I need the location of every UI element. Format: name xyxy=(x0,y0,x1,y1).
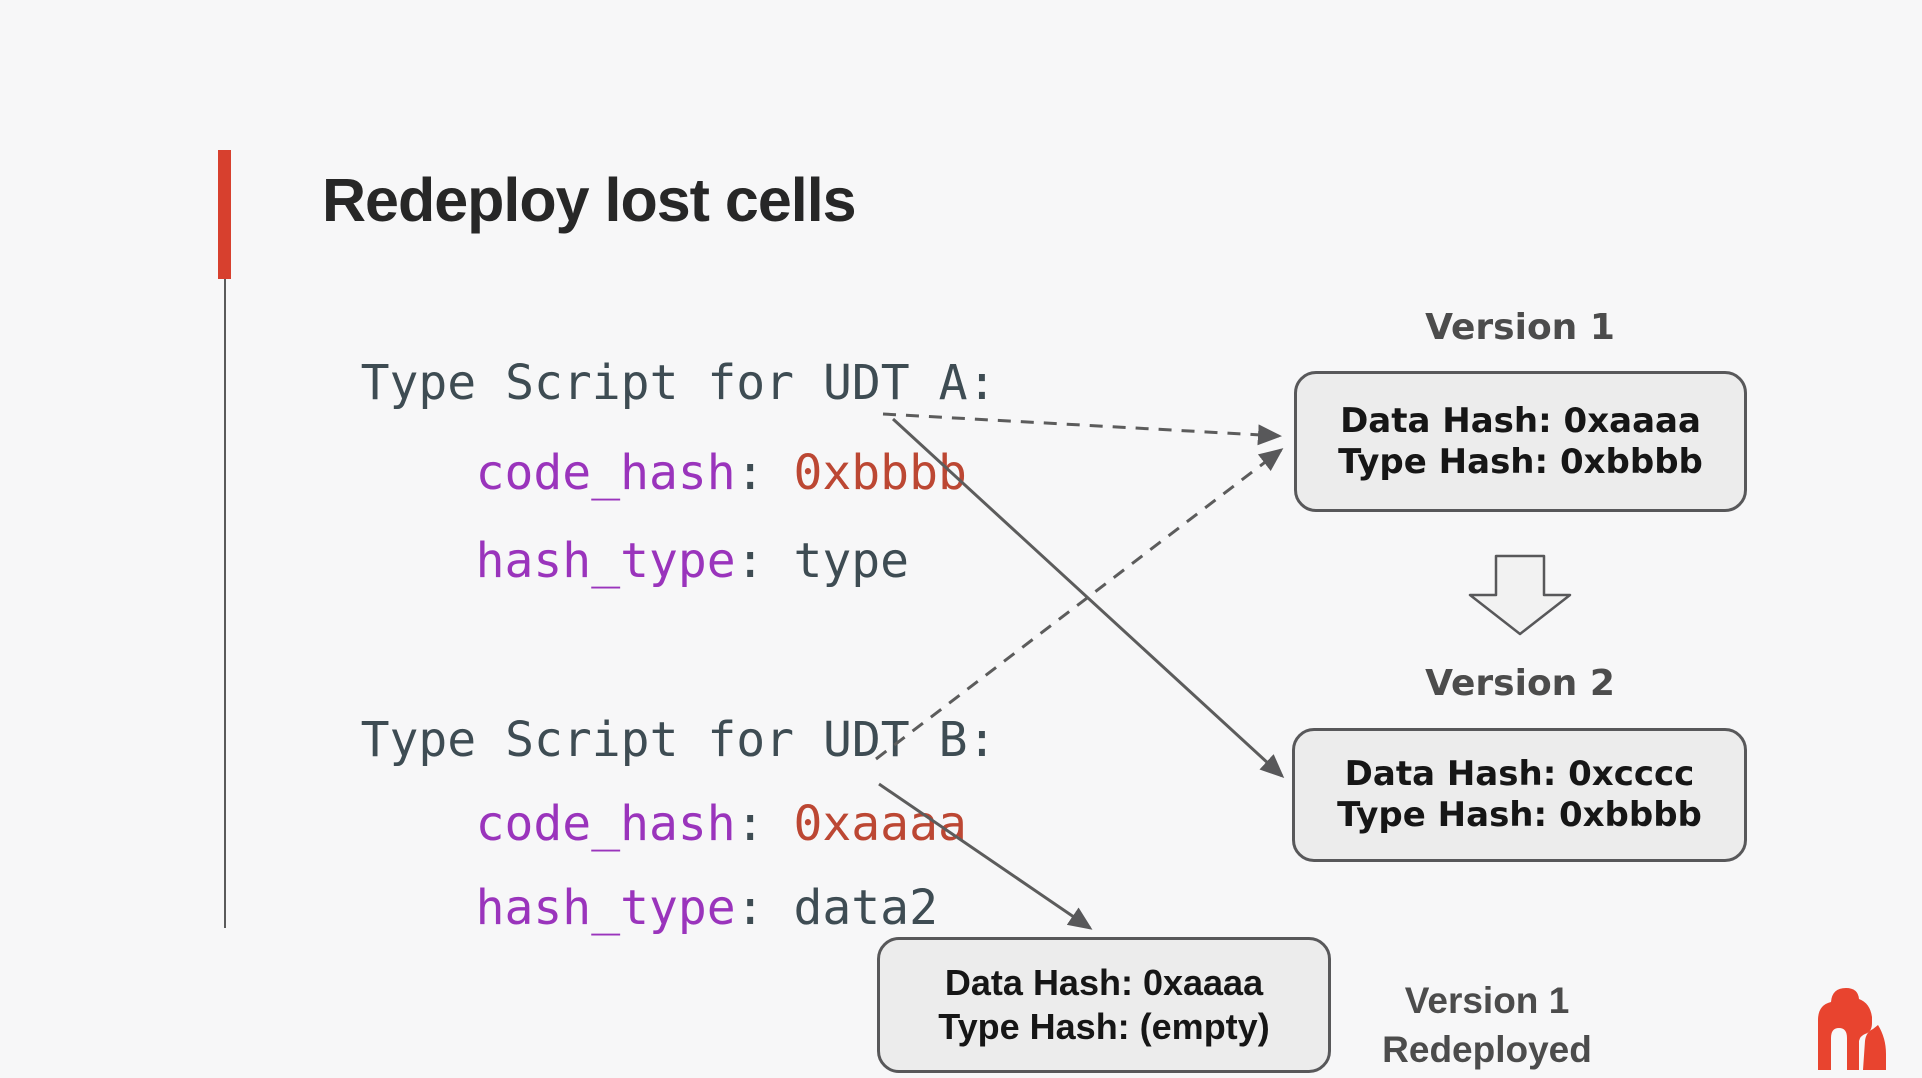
left-vertical-rule xyxy=(224,279,226,928)
version1-cell-box: Data Hash: 0xaaaa Type Hash: 0xbbbb xyxy=(1294,371,1747,512)
version1-redeployed-line1: Version 1 xyxy=(1404,980,1570,1021)
code-text: Type Script for UDT A: xyxy=(360,355,997,411)
version1-to-version2-block-arrow xyxy=(1468,554,1572,636)
title-accent-bar xyxy=(218,150,231,279)
version1-redeployed-label: Version 1 Redeployed xyxy=(1327,976,1647,1074)
redeployed-type-hash: Type Hash: (empty) xyxy=(938,1006,1270,1047)
code-separator: : xyxy=(735,880,794,936)
code-keyword: hash_type xyxy=(475,880,736,936)
code-keyword: hash_type xyxy=(475,533,736,589)
code-header-udt-a: Type Script for UDT A: xyxy=(245,311,997,455)
code-line-a-hash-type: hash_type: type xyxy=(360,489,909,633)
code-keyword: code_hash xyxy=(475,796,736,852)
redeployed-cell-box: Data Hash: 0xaaaa Type Hash: (empty) xyxy=(877,937,1331,1073)
code-line-b-hash-type: hash_type: data2 xyxy=(360,836,938,980)
version1-type-hash: Type Hash: 0xbbbb xyxy=(1338,441,1703,482)
redeployed-data-hash: Data Hash: 0xaaaa xyxy=(944,962,1264,1003)
version2-type-hash: Type Hash: 0xbbbb xyxy=(1337,795,1702,835)
code-value: data2 xyxy=(793,880,938,936)
version1-redeployed-line2: Redeployed xyxy=(1382,1029,1592,1070)
code-value: type xyxy=(793,533,910,589)
version1-data-hash: Data Hash: 0xaaaa xyxy=(1340,400,1701,441)
slide-title: Redeploy lost cells xyxy=(322,166,857,234)
version2-data-hash: Data Hash: 0xcccc xyxy=(1344,754,1695,794)
version2-label: Version 2 xyxy=(1425,663,1615,704)
version2-cell-box: Data Hash: 0xcccc Type Hash: 0xbbbb xyxy=(1292,728,1747,862)
code-separator: : xyxy=(735,796,794,852)
code-keyword: code_hash xyxy=(475,445,736,501)
gorilla-logo-body xyxy=(1818,988,1872,1070)
code-separator: : xyxy=(735,445,794,501)
gorilla-logo xyxy=(1818,988,1886,1070)
gorilla-logo-rear-leg xyxy=(1863,1025,1886,1070)
version1-label: Version 1 xyxy=(1425,307,1615,348)
code-separator: : xyxy=(735,533,794,589)
